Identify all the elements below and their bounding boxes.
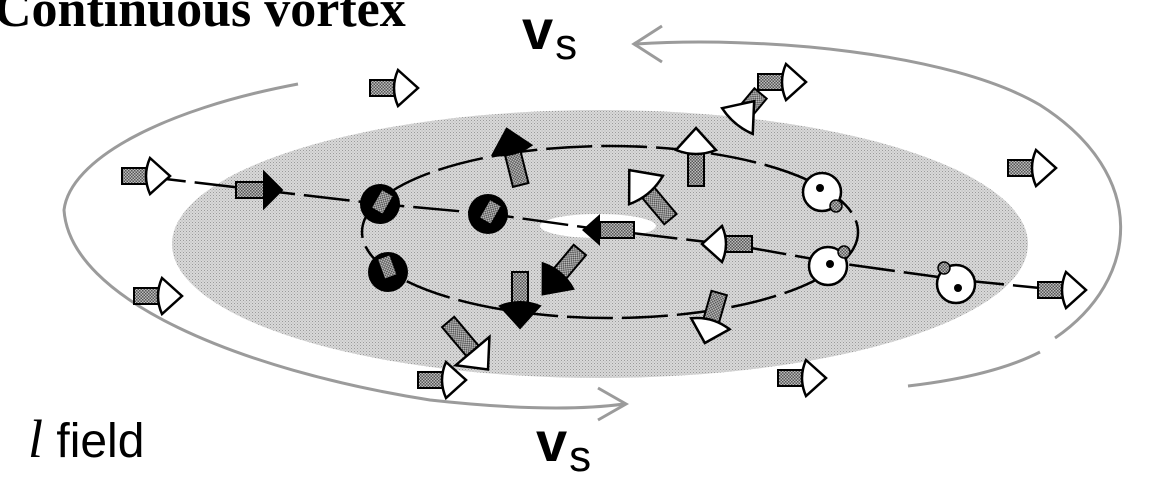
- l-vector-diagonal: [720, 86, 769, 136]
- l-vector-arrow: [582, 214, 635, 246]
- l-vector-arrow: [369, 67, 420, 109]
- velocity-label-top: vs: [522, 0, 577, 67]
- field-text: field: [43, 415, 145, 468]
- l-vectors: [121, 61, 1088, 401]
- l-vector-down: [689, 289, 732, 345]
- l-vector-arrow: [417, 359, 468, 401]
- l-vector-down: [498, 271, 542, 330]
- inner-dashed-ring: [360, 144, 860, 320]
- l-vector-diagonal: [541, 243, 588, 296]
- l-vector-arrow: [757, 61, 808, 103]
- l-vector-toward-viewer: [801, 171, 843, 213]
- l-vector-toward-viewer: [807, 245, 851, 287]
- l-vector-arrow: [235, 169, 284, 211]
- l-vector-toward-viewer: [935, 261, 977, 305]
- l-vector-dark: [468, 194, 508, 234]
- l-vector-dark: [368, 252, 408, 292]
- l-vector-arrow: [133, 275, 184, 317]
- field-symbol: l: [28, 409, 44, 469]
- l-vector-up: [491, 127, 534, 189]
- l-vector-diagonal: [627, 168, 678, 226]
- diagram-title: Continuous vortex: [0, 0, 406, 38]
- velocity-symbol: v: [522, 0, 554, 61]
- l-vector-arrow: [1007, 147, 1058, 189]
- l-vector-arrow: [700, 223, 753, 265]
- l-vector-up: [673, 126, 719, 187]
- velocity-subscript: s: [555, 20, 578, 69]
- l-vector-arrow: [121, 155, 172, 197]
- right-flow-tail: [907, 350, 1041, 388]
- top-flow-arrowhead: [631, 24, 663, 64]
- l-vector-dark: [360, 184, 400, 224]
- left-flow-arrow: [62, 82, 625, 410]
- bottom-flow-arrowhead: [597, 386, 630, 422]
- velocity-symbol: v: [536, 410, 568, 473]
- l-vector-arrow: [1037, 269, 1088, 311]
- l-vector-arrow: [777, 357, 828, 399]
- circulation-arrows: [62, 24, 1123, 422]
- l-vector-diagonal: [440, 315, 491, 371]
- velocity-subscript: s: [569, 432, 592, 481]
- velocity-label-bottom: vs: [536, 414, 591, 479]
- field-label: l field: [28, 412, 144, 466]
- top-flow-arrow: [635, 40, 1123, 340]
